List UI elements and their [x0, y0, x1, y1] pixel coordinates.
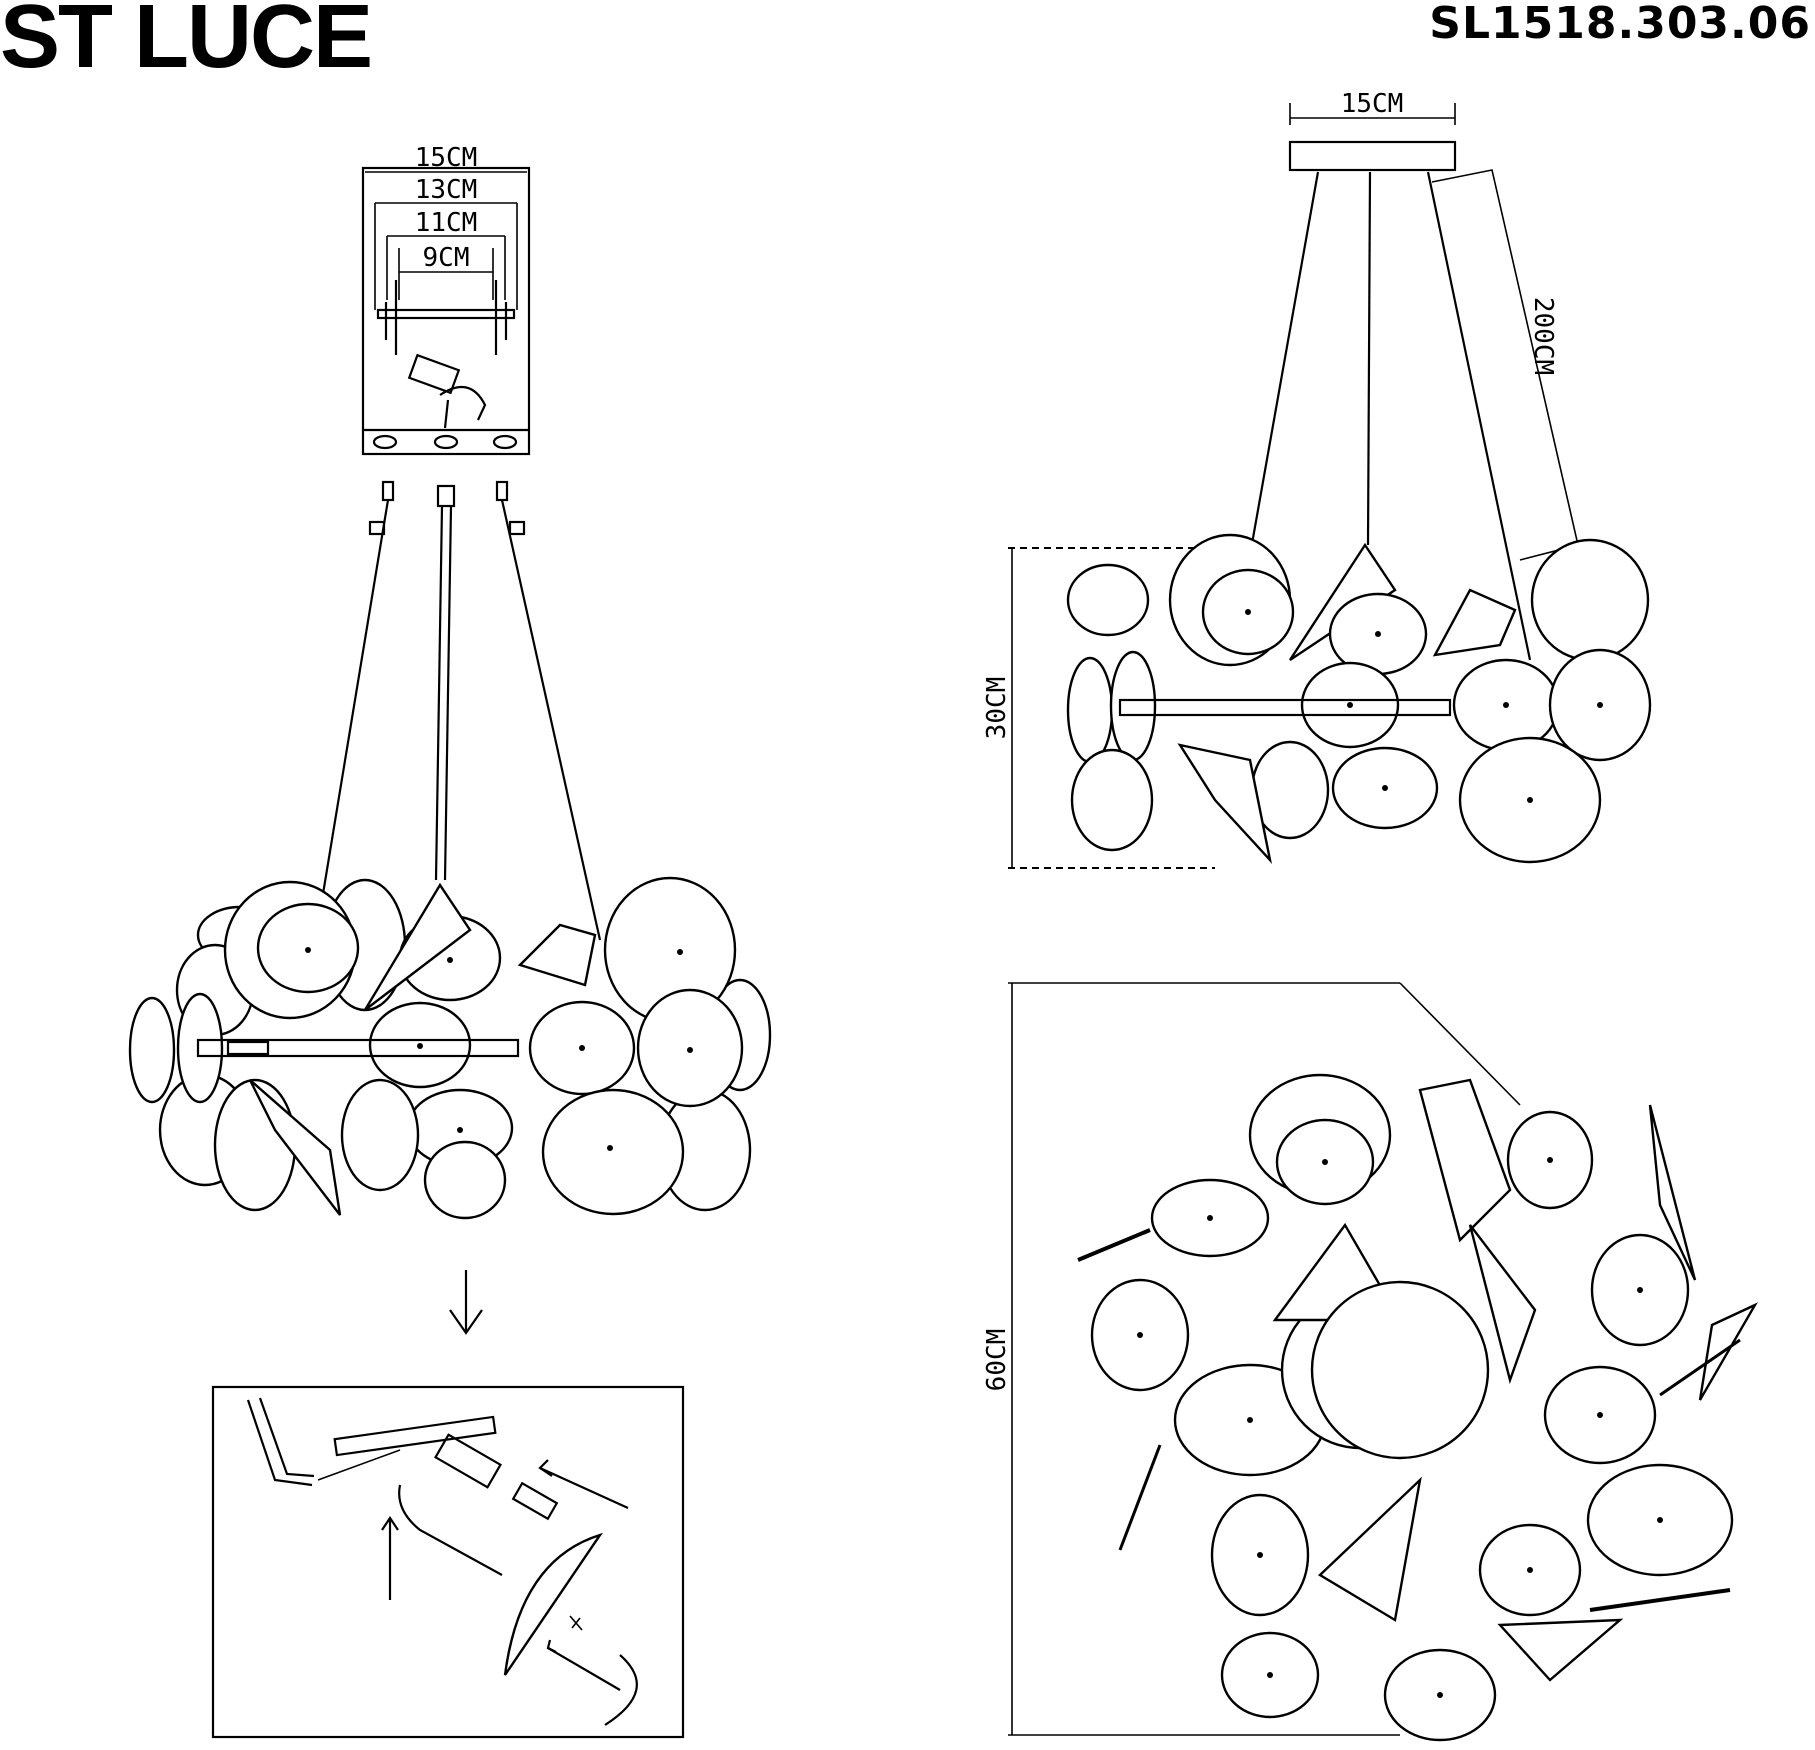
canopy-width-label: 15CM	[1341, 89, 1404, 119]
bracket-dim-15: 15CM	[415, 143, 478, 173]
cable-length-label: 200CM	[1528, 297, 1558, 375]
diameter-label: 60CM	[982, 1329, 1012, 1392]
bracket-dim-13: 13CM	[415, 175, 478, 205]
mounting-bracket-detail: 15CM 13CM 11CM 9CM	[361, 143, 531, 456]
height-label: 30CM	[982, 677, 1012, 740]
bracket-dim-9: 9CM	[423, 243, 470, 273]
top-view-chandelier: 60CM	[982, 982, 1758, 1742]
down-arrow-icon	[449, 1270, 483, 1335]
side-view-chandelier: 15CM 200CM 30CM	[982, 89, 1652, 869]
assembly-detail	[211, 1385, 685, 1739]
model-code: SL1518.303.06	[1429, 0, 1811, 49]
bracket-dim-11: 11CM	[415, 208, 478, 238]
front-view-chandelier	[128, 480, 772, 1220]
brand-logo: ST LUCE	[0, 0, 373, 87]
